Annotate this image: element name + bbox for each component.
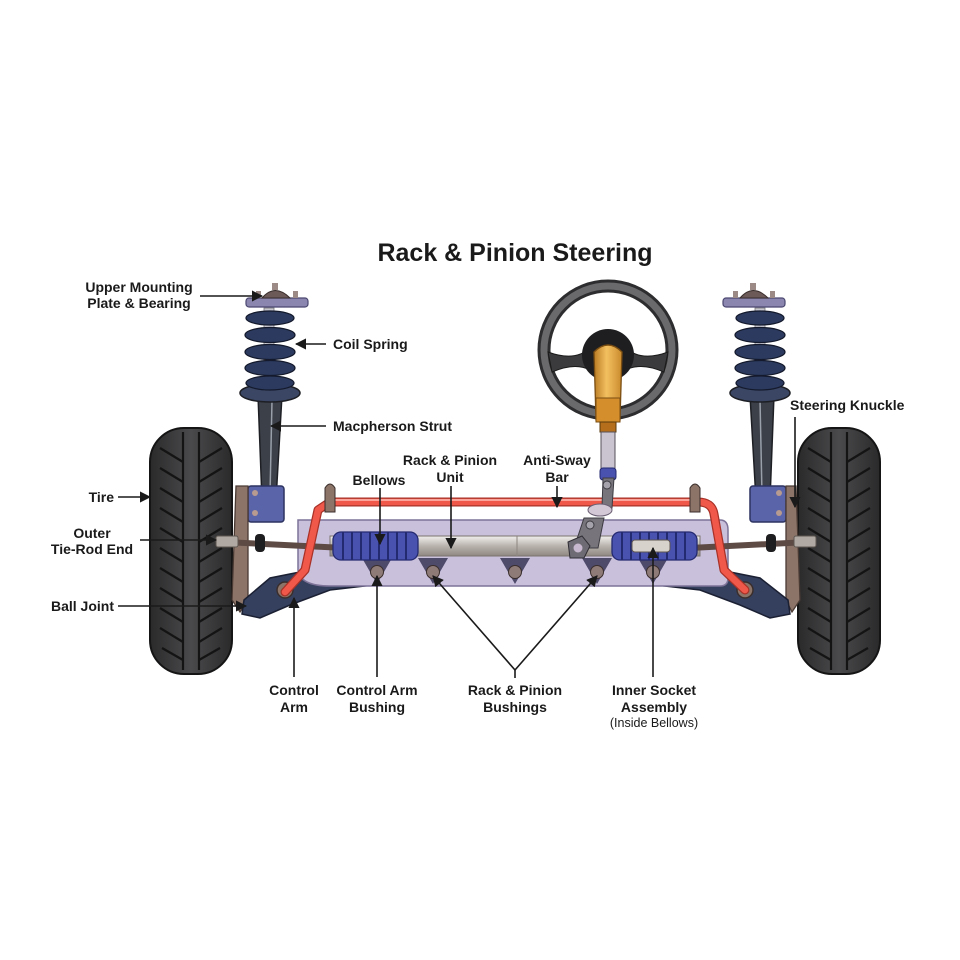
left-outer-tie-rod-end — [215, 535, 239, 548]
right-outer-tie-rod-end — [793, 535, 817, 548]
label-macpherson-strut: Macpherson Strut — [333, 418, 452, 434]
left-sway-bar-mount — [324, 483, 336, 513]
right-sway-bar-mount — [689, 483, 701, 513]
pinion-boot — [587, 503, 613, 517]
right-coil-spring — [734, 310, 786, 391]
leader-bushings-right — [514, 575, 598, 671]
left-steering-knuckle — [231, 485, 249, 614]
right-tire — [797, 427, 881, 675]
label-steering-knuckle: Steering Knuckle — [790, 397, 905, 413]
label-coil-spring: Coil Spring — [333, 336, 408, 352]
label-ball-joint: Ball Joint — [51, 598, 114, 614]
label-rack-pinion-bushings-line1: Rack & Pinion — [468, 682, 562, 698]
label-rack-pinion-unit-line2: Unit — [436, 469, 464, 485]
leader-bushings-left — [432, 575, 516, 671]
label-rack-pinion-bushings-line2: Bushings — [483, 699, 547, 715]
left-tie-rod — [222, 539, 348, 551]
right-tie-rod-clamp — [766, 534, 776, 552]
label-inner-socket-note: (Inside Bellows) — [610, 716, 698, 730]
label-anti-sway-bar-line2: Bar — [545, 469, 569, 485]
label-control-arm-bushing-line2: Bushing — [349, 699, 405, 715]
label-inner-socket-line1: Inner Socket — [612, 682, 696, 698]
label-control-arm-line2: Arm — [280, 699, 308, 715]
left-tire — [149, 427, 233, 675]
label-tire: Tire — [89, 489, 115, 505]
right-tire-tread — [807, 432, 871, 670]
label-control-arm-line1: Control — [269, 682, 319, 698]
left-upper-mounting-plate — [245, 297, 309, 308]
left-bellows — [332, 531, 419, 561]
bushing — [508, 565, 522, 579]
label-rack-pinion-unit-line1: Rack & Pinion — [403, 452, 497, 468]
right-tie-rod — [687, 539, 811, 551]
label-upper-mount-line1: Upper Mounting — [85, 279, 192, 295]
right-strut-assembly — [722, 283, 801, 614]
steering-column — [567, 344, 623, 559]
label-upper-mount-line2: Plate & Bearing — [87, 295, 190, 311]
rack-pinion-bushings — [362, 558, 668, 584]
left-tie-rod-clamp — [255, 534, 265, 552]
label-bellows: Bellows — [353, 472, 406, 488]
label-inner-socket-line2: Assembly — [621, 699, 687, 715]
left-strut-assembly — [231, 283, 309, 614]
label-control-arm-bushing-line1: Control Arm — [336, 682, 417, 698]
label-anti-sway-bar-line1: Anti-Sway — [523, 452, 591, 468]
label-outer-tie-rod-end-line2: Tie-Rod End — [51, 541, 133, 557]
inner-socket-assembly — [631, 539, 671, 553]
diagram-title: Rack & Pinion Steering — [377, 239, 652, 267]
right-upper-mounting-plate — [722, 297, 786, 308]
label-outer-tie-rod-end-line1: Outer — [73, 525, 111, 541]
left-coil-spring — [244, 310, 296, 391]
right-bellows — [611, 531, 698, 561]
